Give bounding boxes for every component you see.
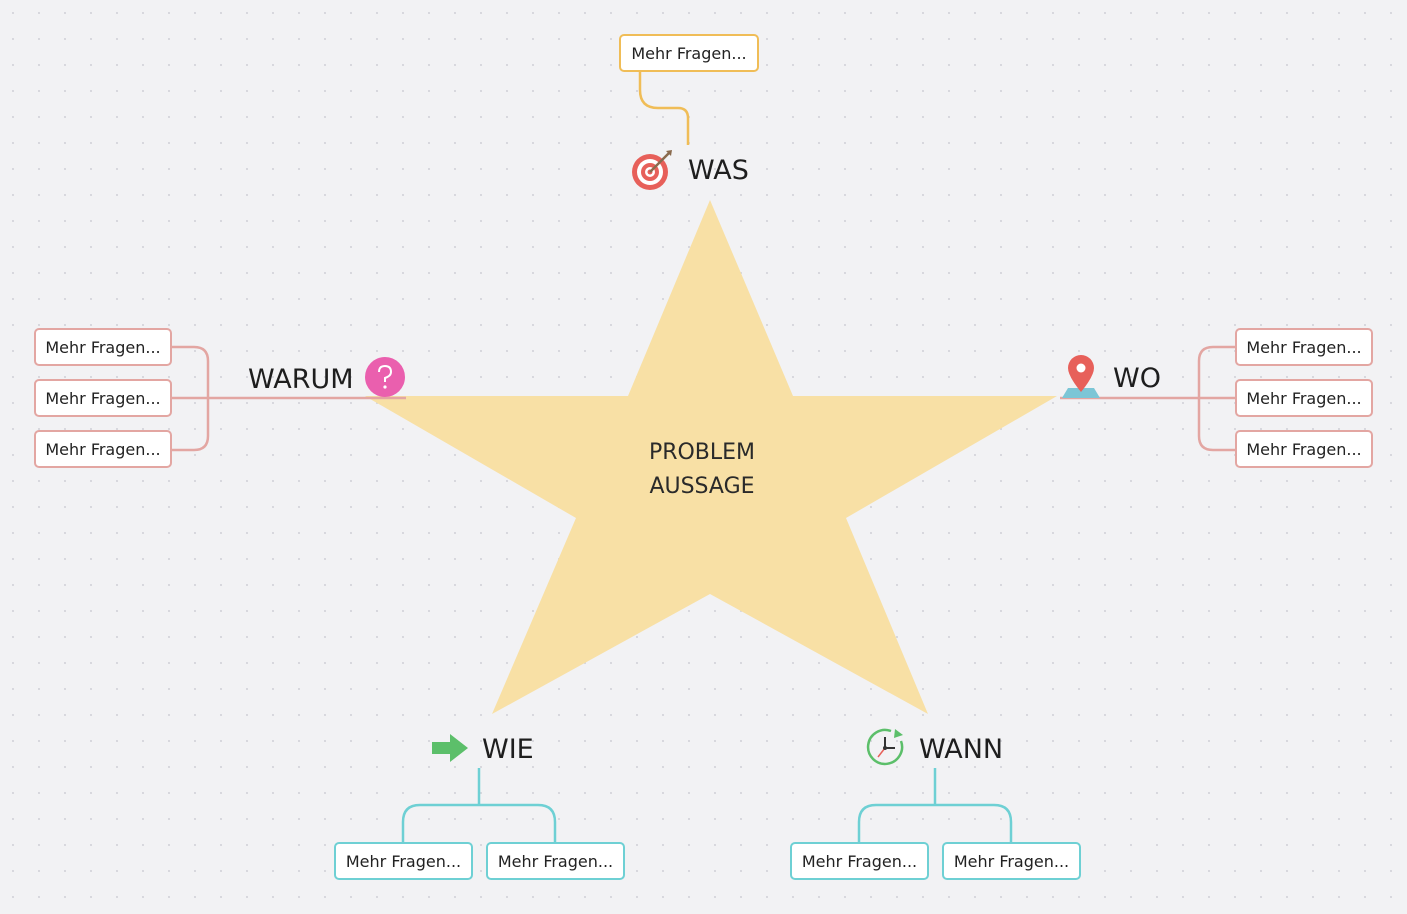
topic-wie[interactable]: WIE xyxy=(482,734,534,765)
central-topic-line1: PROBLEM xyxy=(648,440,756,465)
topic-wann[interactable]: WANN xyxy=(919,734,1004,765)
warum-child-2[interactable]: Mehr Fragen... xyxy=(34,379,172,417)
wo-child-2[interactable]: Mehr Fragen... xyxy=(1235,379,1373,417)
wann-child-1[interactable]: Mehr Fragen... xyxy=(790,842,929,880)
was-connector xyxy=(638,72,690,145)
central-star-shape[interactable] xyxy=(365,200,1057,714)
central-topic[interactable]: PROBLEM AUSSAGE xyxy=(600,436,804,504)
wann-connectors xyxy=(857,768,1013,842)
warum-child-1[interactable]: Mehr Fragen... xyxy=(34,328,172,366)
target-icon xyxy=(632,150,672,190)
topic-wo[interactable]: WO xyxy=(1113,363,1161,394)
question-icon xyxy=(365,357,405,397)
wie-connectors xyxy=(401,768,557,842)
wie-child-1[interactable]: Mehr Fragen... xyxy=(334,842,473,880)
wann-child-2[interactable]: Mehr Fragen... xyxy=(942,842,1081,880)
wo-child-3[interactable]: Mehr Fragen... xyxy=(1235,430,1373,468)
central-topic-line2: AUSSAGE xyxy=(649,474,755,499)
warum-connectors xyxy=(172,345,406,452)
clock-icon xyxy=(866,728,904,766)
topic-warum[interactable]: WARUM xyxy=(248,364,354,395)
topic-was[interactable]: WAS xyxy=(688,155,749,186)
warum-child-3[interactable]: Mehr Fragen... xyxy=(34,430,172,468)
wie-child-2[interactable]: Mehr Fragen... xyxy=(486,842,625,880)
arrow-right-icon xyxy=(432,734,468,762)
was-child-1[interactable]: Mehr Fragen... xyxy=(619,34,759,72)
location-pin-icon xyxy=(1062,355,1100,398)
wo-child-1[interactable]: Mehr Fragen... xyxy=(1235,328,1373,366)
